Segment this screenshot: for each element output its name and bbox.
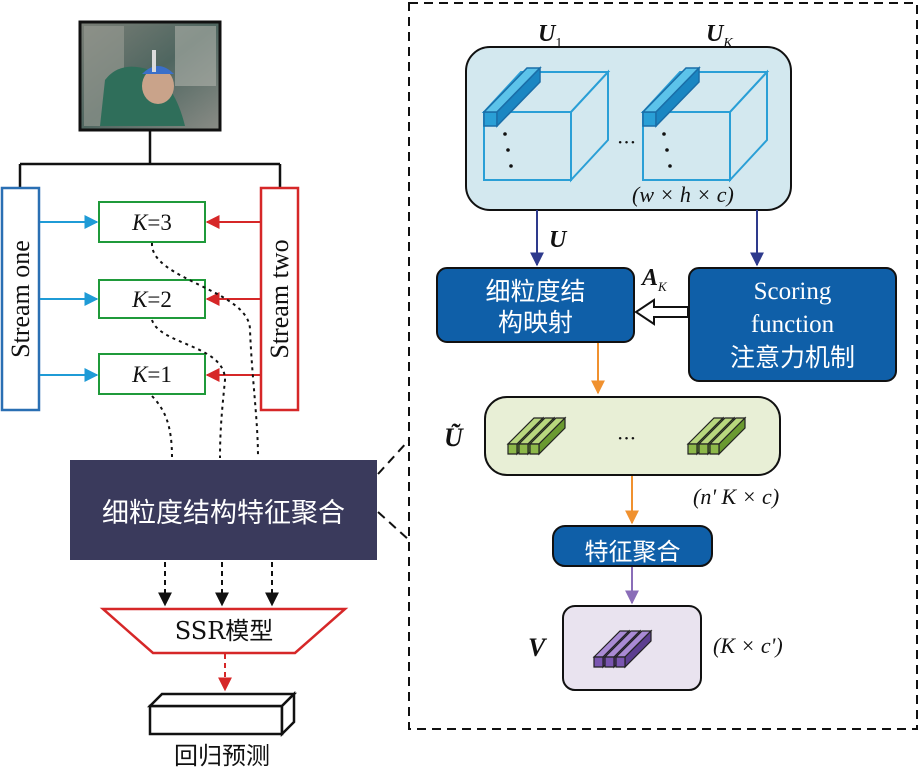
feature-maps-container [465,46,792,211]
cube-dots [503,132,672,168]
ak-label: AK [642,265,667,294]
u-tilde-container [484,396,781,476]
vector-bar-front [529,443,540,455]
stream-two-label: Stream two [265,239,294,359]
dims-mid-label: (n' K × c) [693,484,780,509]
cube-ellipsis: ··· [617,130,637,154]
scoring-label: Scoring function 注意力机制 [729,278,855,372]
k3-box [98,201,206,243]
stream-one-arrows [40,215,99,382]
u-tilde-label: Ũ [444,423,463,452]
scoring-function-box [688,267,897,382]
stream-one-box [0,186,41,412]
structure-vectors-green-2 [686,416,747,456]
ssr-model-label: SSR模型 [174,617,274,645]
vector-bar-front [518,443,529,455]
dims-bottom-label: (K × c') [713,633,783,658]
uk-label: UK [706,21,733,51]
feature-cube-uk [640,69,770,183]
vector-bar-front [593,656,604,668]
structure-vectors-green-1 [506,416,567,456]
patient-photo [78,20,222,132]
u-arrows [530,210,764,267]
vector-ellipsis: ··· [617,426,637,450]
stream-one-label: Stream one [6,240,35,358]
vector-bar-front [507,443,518,455]
k3-label: K=3 [132,210,172,235]
aggregation-to-ssr [158,562,279,607]
regression-output-label: 回归预测 [174,742,270,770]
aggregation-box [70,460,377,560]
structure-mapping-box [436,267,635,343]
zoom-connector-lines [377,439,410,541]
feature-aggregation-box [552,525,713,567]
stream-two-arrows [205,215,260,382]
column-vector-uk [641,66,701,128]
aggregated-vectors-purple [592,629,653,669]
detail-frame [408,2,918,730]
ssr-model-shape [99,607,349,655]
vector-bar-front [687,443,698,455]
aggregation-label: 细粒度结构特征聚合 [102,498,345,529]
output-box [146,690,298,738]
feature-aggregation-label: 特征聚合 [584,538,681,566]
vector-bar-front [615,656,626,668]
vector-bar-front [604,656,615,668]
k1-box [98,353,206,395]
vector-bar-front [698,443,709,455]
k2-label: K=2 [132,287,172,312]
stream-two-box [259,186,300,412]
dims-top-label: (w × h × c) [632,182,734,207]
vector-bar-front [709,443,720,455]
k1-label: K=1 [132,362,172,387]
k-to-aggregation-dotted [150,242,259,459]
feature-cube-u1 [481,69,611,183]
u1-label: U1 [538,21,563,51]
u-label: U [549,227,567,253]
column-vector-u1 [482,66,542,128]
k2-box [98,279,206,319]
mapping-label: 细粒度结 构映射 [485,277,586,337]
v-label: V [528,633,546,662]
attention-arrow [634,298,689,326]
stream-connector [18,130,282,188]
